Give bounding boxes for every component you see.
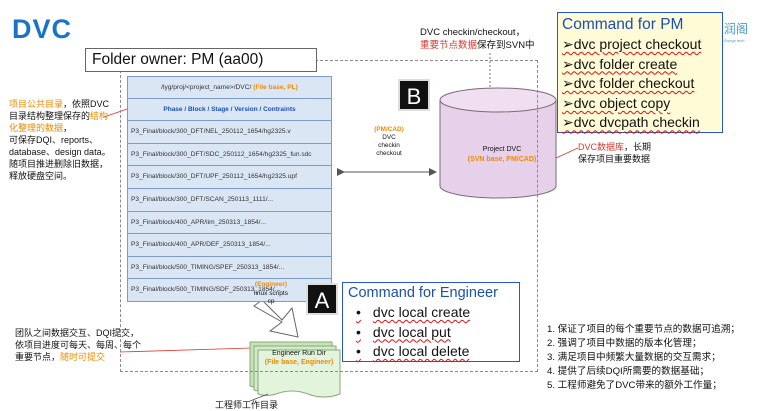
svn-note: DVC checkin/checkout， 重要节点数据保存到SVN中	[420, 27, 535, 52]
svn-note-line2: 重要节点数据保存到SVN中	[420, 39, 535, 51]
center-note-line: checkout	[376, 150, 402, 157]
project-dvc-tag: (SVN base, PM/CAD)	[467, 156, 537, 163]
linux-scripts-note: (Engineer) linux scripts cp	[246, 281, 296, 307]
table-row: P3_Final/block/400_APR/DEF_250313_1854/.…	[127, 234, 332, 257]
public-dir-note: 项目公共目录，依照DVC 目录结构整理保存的结构 化整理的数据， 可保存DQI、…	[9, 99, 111, 181]
project-dvc-label: Project DVC (SVN base, PM/CAD)	[444, 145, 560, 165]
badge-b: B	[398, 79, 430, 111]
dvc-repo-note-connector	[555, 147, 579, 159]
engineer-command-item: dvc local delete	[348, 342, 519, 362]
folder-owner-label: Folder owner: PM (aa00)	[85, 48, 317, 72]
badge-a: A	[306, 283, 338, 315]
engineer-command-title: Command for Engineer	[348, 285, 498, 301]
engineer-command-item: dvc local create	[348, 303, 519, 323]
benefits-list: 1. 保证了项目的每个重要节点的数据可追溯； 2. 强调了项目中数据的版本化管理…	[547, 323, 740, 393]
pm-command-title: Command for PM	[562, 16, 684, 33]
engineer-run-dir-folders	[249, 341, 341, 398]
company-logo-subtext: Runge tech	[724, 38, 745, 43]
linux-note-line: cp	[267, 298, 275, 305]
dvc-repo-note-line1: DVC数据库，长期	[578, 142, 652, 152]
table-row: P3_Final/block/500_TIMING/SPEF_250313_18…	[127, 256, 332, 280]
company-logo: 润阁	[724, 22, 749, 36]
engineer-command-item: dvc local put	[348, 323, 519, 343]
page-title: DVC	[12, 14, 73, 44]
list-item: 4. 提供了后续DQI所需要的数据基础；	[547, 366, 710, 377]
down-hollow-arrow	[253, 299, 299, 338]
linux-note-tag: (Engineer)	[254, 281, 288, 288]
table-row-header: Phase / Block / Stage / Version / Contra…	[127, 98, 332, 122]
table-row: P3_Final/block/300_DFT/SCAN_250113_1111/…	[127, 188, 332, 212]
pm-command-item: ➢dvc object copy	[562, 94, 671, 111]
table-row: P3_Final/block/500_TIMING/SDF_250313_185…	[127, 279, 332, 302]
work-dir-label: 工程师工作目录	[215, 400, 279, 410]
engineer-run-dir-name: Engineer Run Dir	[272, 350, 326, 357]
project-dvc-name: Project DVC	[482, 146, 522, 153]
root-tag: (File base, PL)	[253, 84, 298, 91]
pm-command-item: ➢dvc dvcpath checkin	[562, 114, 700, 131]
team-exchange-note: 团队之间数据交互、DQI提交， 依项目进度可每天、每周、每个 重要节点，随时可提…	[15, 328, 142, 362]
work-dir-connector	[249, 393, 269, 402]
center-note-line: DVC	[382, 134, 396, 141]
left-note2-connector	[119, 347, 253, 353]
pm-command-item: ➢dvc folder checkout	[562, 75, 695, 92]
list-item: 2. 强调了项目中数据的版本化管理；	[547, 338, 702, 349]
table-row-root: /lyg/proj/<project_name>/DVC/ (File base…	[127, 76, 332, 99]
table-row: P3_Final/block/400_APR/lim_250313_1854/.…	[127, 211, 332, 235]
table-row: P3_Final/block/300_DFT/SDC_250112_1654/h…	[127, 143, 332, 167]
center-note-tag: (PM/CAD)	[374, 126, 404, 133]
project-dvc-cylinder	[439, 87, 557, 199]
table-row: P3_Final/block/300_DFT/UPF_250112_1654/h…	[127, 166, 332, 189]
list-item: 1. 保证了项目的每个重要节点的数据可追溯；	[547, 324, 740, 335]
root-path: /lyg/proj/<project_name>/DVC/	[161, 84, 252, 91]
dvc-repo-note-line2: 保存项目重要数据	[578, 154, 651, 164]
list-item: 3. 满足项目中频繁大量数据的交互需求；	[547, 352, 721, 363]
dvc-folder-table: /lyg/proj/<project_name>/DVC/ (File base…	[127, 76, 332, 302]
dvc-repo-note: DVC数据库，长期 保存项目重要数据	[578, 141, 651, 165]
engineer-run-dir-tag: (File base, Engineer)	[264, 359, 334, 366]
dvc-boundary-frame	[120, 60, 538, 372]
center-note-line: checkin	[378, 142, 400, 149]
svn-note-line1: DVC checkin/checkout，	[420, 27, 526, 38]
left-note1-connector	[103, 107, 131, 118]
list-item: 5. 工程师避免了DVC带来的额外工作量；	[547, 380, 722, 391]
checkin-checkout-note: (PM/CAD) DVC checkin checkout	[367, 126, 411, 158]
pm-command-box: Command for PM ➢dvc project checkout ➢dv…	[557, 12, 723, 133]
linux-note-line: linux scripts	[254, 289, 288, 297]
pm-command-item: ➢dvc folder create	[562, 55, 678, 72]
table-row: P3_Final/block/300_DFT/NEL_250112_1654/h…	[127, 121, 332, 144]
engineer-command-box: Command for Engineer dvc local create dv…	[342, 282, 520, 362]
engineer-run-dir-label: Engineer Run Dir (File base, Engineer)	[258, 349, 340, 367]
pm-command-item: ➢dvc project checkout	[562, 36, 702, 52]
